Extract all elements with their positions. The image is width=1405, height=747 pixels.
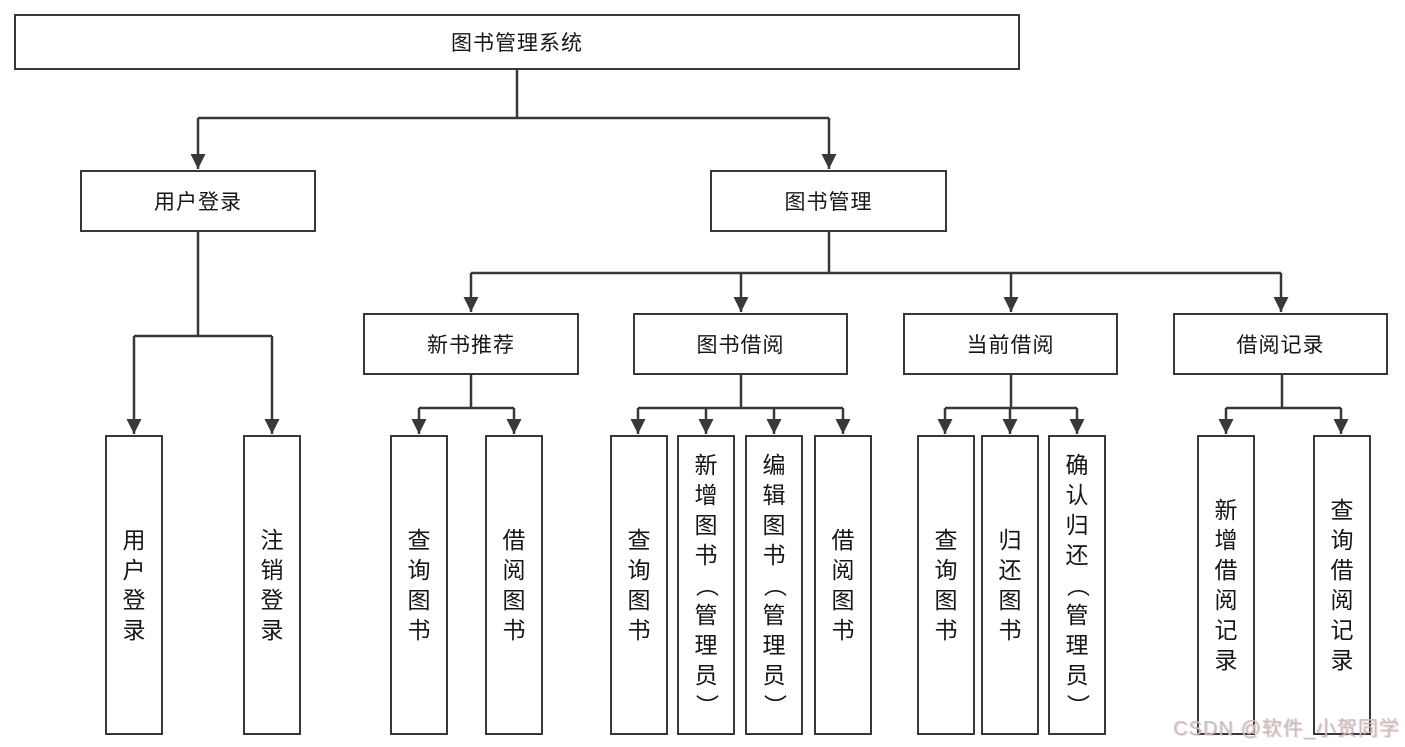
- leaf-label: 编辑图书（管理员）: [761, 451, 788, 717]
- leaf-label: 确认归还（管理员）: [1064, 451, 1091, 717]
- node-user-login: 用户登录: [80, 170, 316, 232]
- leaf-label: 新增图书（管理员）: [693, 451, 720, 717]
- node-label: 用户登录: [154, 191, 242, 214]
- node-label: 新书推荐: [427, 334, 515, 357]
- leaf-add-borrow-record: 新增借阅记录: [1197, 435, 1255, 735]
- leaf-label: 注销登录: [260, 526, 284, 643]
- leaf-query-books: 查询图书: [390, 435, 448, 735]
- leaf-borrow-books: 借阅图书: [485, 435, 543, 735]
- leaf-label: 借阅图书: [502, 526, 526, 643]
- leaf-edit-books-admin: 编辑图书（管理员）: [745, 435, 803, 735]
- leaf-user-login: 用户登录: [105, 435, 163, 735]
- node-book-management: 图书管理: [710, 170, 947, 232]
- leaf-add-books-admin: 新增图书（管理员）: [677, 435, 735, 735]
- node-label: 借阅记录: [1236, 334, 1325, 357]
- leaf-label: 查询图书: [627, 526, 651, 643]
- leaf-label: 归还图书: [998, 526, 1022, 643]
- node-current-borrowing: 当前借阅: [903, 313, 1118, 375]
- node-borrowing-records: 借阅记录: [1173, 313, 1388, 375]
- node-label: 图书管理: [784, 191, 873, 214]
- leaf-label: 查询图书: [407, 526, 431, 643]
- leaf-label: 新增借阅记录: [1214, 496, 1238, 673]
- node-label: 图书管理系统: [451, 32, 583, 55]
- leaf-logout: 注销登录: [243, 435, 301, 735]
- leaf-borrow-books: 借阅图书: [814, 435, 872, 735]
- leaf-query-books: 查询图书: [917, 435, 975, 735]
- leaf-label: 借阅图书: [831, 526, 855, 643]
- node-book-borrowing: 图书借阅: [633, 313, 848, 375]
- leaf-label: 用户登录: [122, 526, 146, 643]
- csdn-watermark: CSDN @软件_小贺同学: [1173, 718, 1400, 740]
- node-label: 图书借阅: [696, 334, 785, 357]
- leaf-query-borrow-record: 查询借阅记录: [1313, 435, 1371, 735]
- leaf-query-books: 查询图书: [610, 435, 668, 735]
- leaf-confirm-return-admin: 确认归还（管理员）: [1048, 435, 1106, 735]
- node-label: 当前借阅: [966, 334, 1055, 357]
- node-library-management-system: 图书管理系统: [14, 14, 1020, 70]
- leaf-label: 查询借阅记录: [1330, 496, 1354, 673]
- leaf-label: 查询图书: [934, 526, 958, 643]
- node-new-book-recommendation: 新书推荐: [363, 313, 579, 375]
- leaf-return-books: 归还图书: [981, 435, 1039, 735]
